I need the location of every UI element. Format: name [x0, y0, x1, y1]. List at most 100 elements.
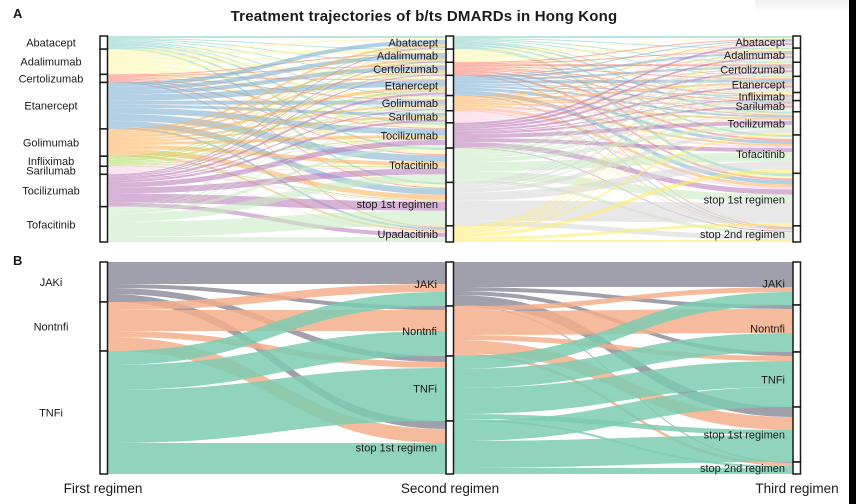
stratum-b-col3-stop-1st-regimen [792, 406, 802, 463]
stratum-a-col3-stop-1st-regimen [792, 172, 802, 227]
flow-a-tocilizumab-to-sarilumab [453, 105, 793, 134]
flow-a-golimumab-to-adalimumab [453, 54, 793, 98]
flow-a-abatacept-to-tofacitinib [453, 44, 793, 137]
node-label-a-col3-abatacept: Abatacept [735, 37, 785, 49]
flow-a-etanercept-to-tocilizumab [453, 85, 793, 118]
flow-a-sarilumab-to-tocilizumab [107, 139, 446, 172]
stratum-b-col1-nontnfi [99, 301, 109, 352]
flow-a-certolizumab-to-abatacept [453, 39, 793, 64]
node-label-a-col2-stop-1st-regimen: stop 1st regimen [357, 199, 438, 211]
flow-b-tnfi-to-nontnfi [107, 331, 446, 390]
flow-a-golimumab-to-adalimumab [107, 58, 446, 133]
flow-a-tocilizumab-to-etanercept [107, 92, 446, 180]
flow-a-tofacitinib-to-tofacitinib [107, 174, 446, 222]
flow-b-tnfi-to-stop-1st-regimen [107, 443, 446, 474]
flow-a-upadacitinib-to-tofacitinib [453, 169, 793, 237]
flow-a-tofacitinib-to-etanercept [453, 87, 793, 156]
flow-a-sarilumab-to-stop-2nd-regimen [453, 121, 793, 231]
flow-a-infliximab-to-sarilumab [107, 117, 446, 164]
node-label-a-col2-certolizumab: Certolizumab [373, 64, 438, 76]
flow-a-tocilizumab-to-sarilumab [107, 119, 446, 183]
flow-a-sarilumab-to-etanercept [107, 91, 446, 169]
node-label-b-col2-nontnfi: Nontnfi [402, 326, 437, 338]
flow-a-etanercept-to-infliximab [453, 83, 793, 97]
flow-a-stop-1st-regimen-to-tofacitinib [453, 161, 793, 201]
flow-b-tnfi-to-tnfi [453, 361, 793, 414]
stratum-a-col2-upadacitinib [445, 225, 455, 243]
flow-a-infliximab-to-etanercept [107, 89, 446, 162]
stratum-a-col1-infliximab [99, 155, 109, 168]
flow-a-abatacept-to-sarilumab [107, 42, 446, 112]
stratum-b-col2-tnfi [445, 355, 455, 422]
flow-a-tocilizumab-to-tocilizumab [453, 120, 793, 138]
flow-a-tocilizumab-to-adalimumab [453, 56, 793, 127]
flow-a-abatacept-to-abatacept [107, 36, 446, 39]
flow-a-infliximab-to-abatacept [107, 46, 446, 158]
node-label-b-col3-jaki: JAKi [762, 279, 785, 291]
flow-a-tofacitinib-to-tocilizumab [453, 124, 793, 163]
flow-a-golimumab-to-abatacept [453, 41, 793, 97]
axis-label-first-regimen: First regimen [63, 481, 143, 496]
flow-a-tofacitinib-to-stop-1st-regimen [453, 171, 793, 203]
axis-label-third-regimen: Third regimen [755, 481, 839, 496]
flow-a-tofacitinib-to-infliximab [453, 99, 793, 157]
flow-a-tocilizumab-to-certolizumab [453, 70, 793, 129]
stratum-b-col2-stop-1st-regimen [445, 420, 455, 475]
flow-a-infliximab-to-certolizumab [107, 72, 446, 160]
flow-a-sarilumab-to-infliximab [453, 97, 793, 116]
stratum-a-col2-certolizumab [445, 61, 455, 77]
node-label-a-col1-tofacitinib: Tofacitinib [27, 219, 76, 231]
flow-a-upadacitinib-to-stop-1st-regimen [453, 222, 793, 240]
flow-a-certolizumab-to-adalimumab [453, 51, 793, 65]
stratum-a-col3-tofacitinib [792, 134, 802, 175]
flow-a-etanercept-to-abatacept [453, 40, 793, 77]
flow-a-upadacitinib-to-certolizumab [453, 75, 793, 229]
stratum-a-col2-abatacept [445, 35, 455, 50]
stratum-a-col2-etanercept [445, 74, 455, 97]
flow-a-tocilizumab-to-etanercept [453, 85, 793, 131]
flow-b-nontnfi-to-nontnfi [107, 310, 446, 331]
node-label-b-col1-nontnfi: Nontnfi [34, 322, 69, 334]
flow-a-golimumab-to-stop-1st-regimen [107, 149, 446, 200]
stratum-a-col2-stop-1st-regimen [445, 181, 455, 227]
stratum-a-col3-certolizumab [792, 61, 802, 78]
flow-a-golimumab-to-tofacitinib [453, 104, 793, 147]
flow-a-stop-1st-regimen-to-abatacept [453, 46, 793, 184]
flow-a-tofacitinib-to-certolizumab [453, 72, 793, 154]
flow-b-nontnfi-to-nontnfi [453, 309, 793, 335]
node-label-a-col1-golimumab: Golimumab [23, 138, 79, 150]
node-label-a-col1-abatacept: Abatacept [26, 38, 76, 50]
node-label-a-col1-sarilumab: Sarilumab [26, 165, 76, 177]
node-label-a-col2-abatacept: Abatacept [388, 38, 438, 50]
flow-a-upadacitinib-to-etanercept [453, 91, 793, 230]
flow-b-tnfi-to-jaki [453, 292, 793, 369]
stratum-a-col3-tocilizumab [792, 110, 802, 136]
flow-b-jaki-to-jaki [453, 262, 793, 287]
flow-a-tocilizumab-to-abatacept [453, 43, 793, 125]
node-label-b-col3-stop-1st-regimen: stop 1st regimen [704, 430, 785, 442]
node-label-a-col3-stop-1st-regimen: stop 1st regimen [704, 195, 785, 207]
flow-a-sarilumab-to-stop-1st-regimen [453, 119, 793, 190]
node-label-a-col1-infliximab: Infliximab [28, 156, 74, 168]
flow-a-golimumab-to-stop-1st-regimen [453, 106, 793, 188]
flow-a-etanercept-to-adalimumab [107, 54, 446, 91]
flow-a-certolizumab-to-stop-2nd-regimen [453, 74, 793, 228]
stratum-a-col3-infliximab [792, 91, 802, 102]
node-label-b-col3-tnfi: TNFi [761, 375, 785, 387]
node-label-a-col2-sarilumab: Sarilumab [388, 112, 438, 124]
node-label-a-col1-certolizumab: Certolizumab [19, 73, 84, 85]
flow-a-etanercept-to-certolizumab [453, 66, 793, 81]
flow-a-certolizumab-to-sarilumab [453, 68, 793, 103]
node-label-a-col2-tocilizumab: Tocilizumab [381, 130, 438, 142]
flow-a-adalimumab-to-infliximab [453, 54, 793, 95]
flow-a-upadacitinib-to-adalimumab [453, 61, 793, 228]
flow-b-stop-1st-regimen-to-stop-2nd-regimen [453, 468, 793, 474]
stratum-b-col2-jaki [445, 261, 455, 307]
flow-a-upadacitinib-to-sarilumab [453, 110, 793, 231]
node-label-a-col2-tofacitinib: Tofacitinib [389, 160, 438, 172]
node-label-a-col3-sarilumab: Sarilumab [735, 101, 785, 113]
screenshot-edge-artifact [849, 0, 856, 504]
flow-a-golimumab-to-etanercept [107, 86, 446, 138]
flow-a-tocilizumab-to-abatacept [107, 47, 446, 176]
